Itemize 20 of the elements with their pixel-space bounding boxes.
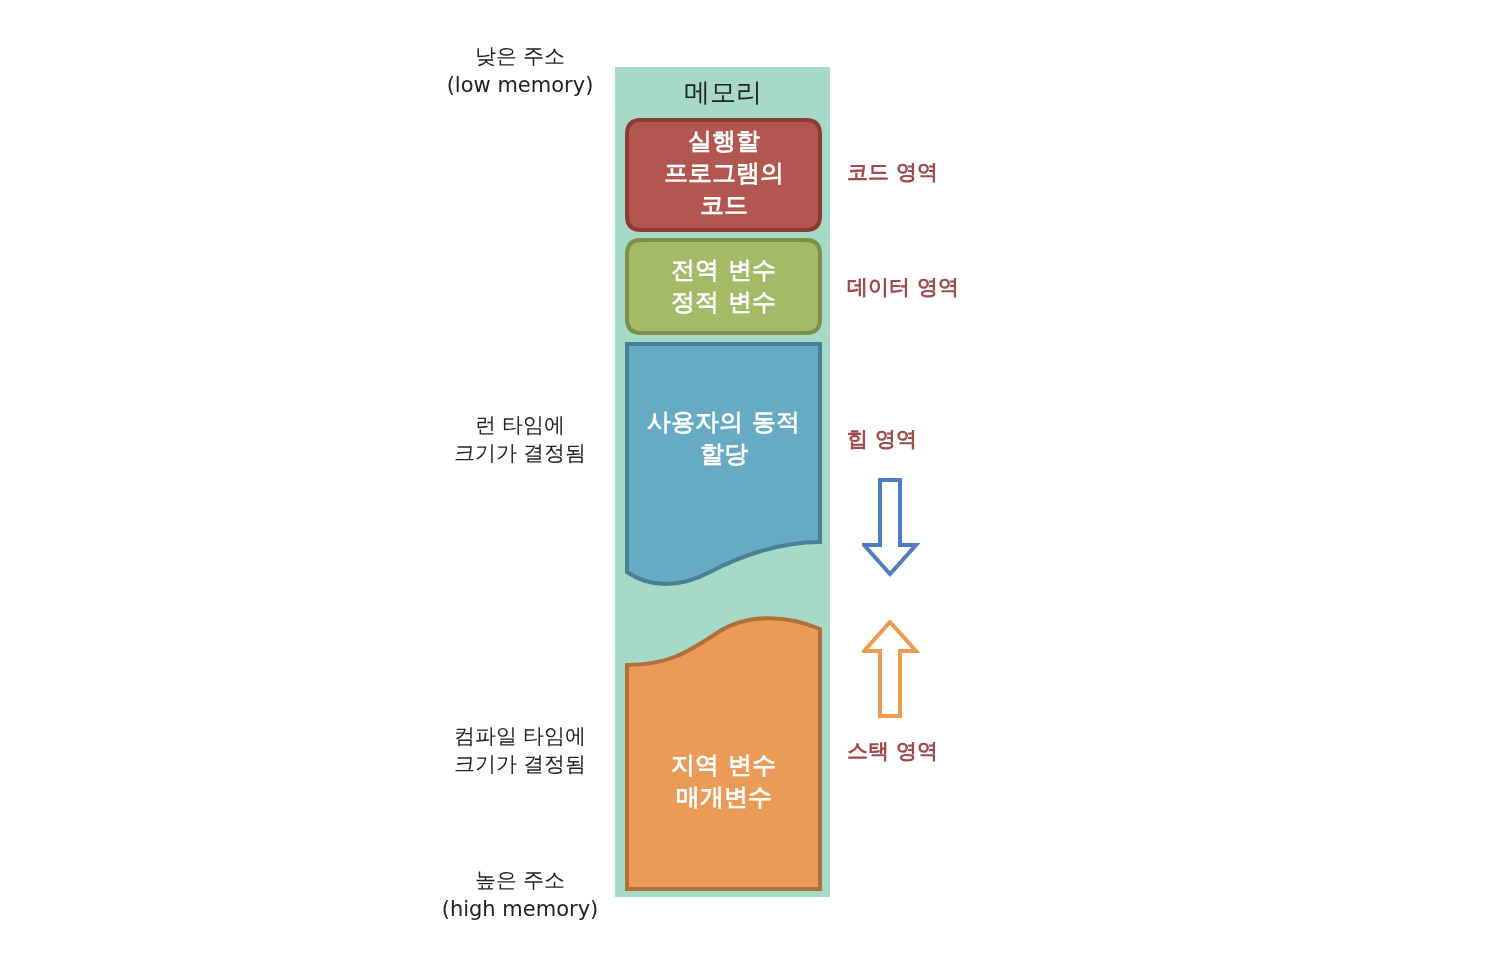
region-label: 힙 영역: [847, 426, 918, 453]
memory-segment-box: [627, 240, 820, 333]
segment-label: 지역 변수 매개변수: [670, 750, 777, 813]
panel-title: 메모리: [682, 76, 763, 109]
memory-segment-box: [627, 120, 820, 230]
address-note: (low memory): [445, 72, 595, 99]
memory-panel: [615, 67, 830, 897]
region-label: 스택 영역: [847, 738, 939, 765]
region-label: 코드 영역: [847, 159, 939, 186]
heap-block: [627, 344, 820, 586]
address-note: (high memory): [440, 896, 600, 923]
stack-block: [627, 613, 820, 889]
address-note: 컴파일 타임에 크기가 결정됨: [452, 723, 588, 778]
address-note: 런 타임에 크기가 결정됨: [452, 412, 588, 467]
segment-label: 전역 변수 정적 변수: [670, 255, 777, 318]
segment-label: 사용자의 동적 할당: [646, 407, 801, 470]
address-note: 낮은 주소: [473, 43, 567, 70]
address-note: 높은 주소: [473, 867, 567, 894]
region-label: 데이터 영역: [847, 274, 960, 301]
segment-label: 실행할 프로그램의 코드: [662, 126, 785, 221]
